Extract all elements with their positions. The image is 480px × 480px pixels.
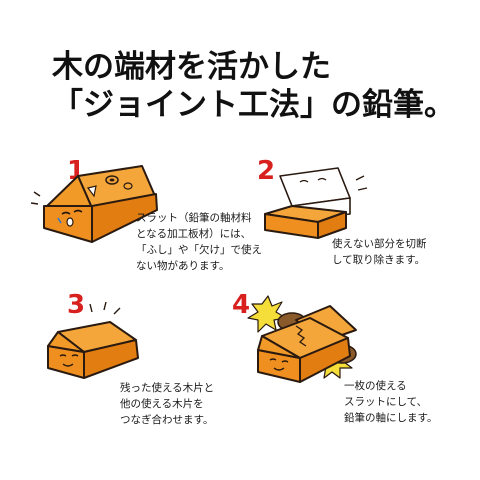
step-3-line: 残った使える木片と — [120, 382, 215, 394]
step-4-number: 4 — [232, 290, 251, 320]
step-2-line: 使えない部分を切断 — [332, 238, 427, 250]
step-3-description: 残った使える木片と 他の使える木片を つなぎ合わせます。 — [120, 380, 214, 428]
step-1-line: となる加工板材）には、 — [136, 228, 252, 240]
title-line-1: 木の端材を活かした — [52, 49, 331, 85]
step-2-number: 2 — [257, 156, 276, 186]
step-4-line: スラットにして、 — [344, 396, 428, 408]
step-2-description: 使えない部分を切断 して取り除きます。 — [332, 236, 427, 268]
step-1-description: スラット（鉛筆の軸材料 となる加工板材）には、 「ふし」や「欠け」で使え ない物… — [136, 210, 262, 274]
step-3-line: つなぎ合わせます。 — [120, 414, 214, 426]
step-3-line: 他の使える木片を — [120, 398, 204, 410]
step-4-line: 一枚の使える — [344, 380, 407, 392]
step-1-line: 「ふし」や「欠け」で使え — [136, 244, 262, 256]
step-4-line: 鉛筆の軸にします。 — [344, 412, 438, 424]
page-title: 木の端材を活かした 「ジョイント工法」の鉛筆。 — [52, 48, 455, 124]
step-3-number: 3 — [67, 290, 86, 320]
step-2-line: して取り除きます。 — [332, 254, 426, 266]
title-line-2: 「ジョイント工法」の鉛筆。 — [52, 87, 455, 123]
step-4-description: 一枚の使える スラットにして、 鉛筆の軸にします。 — [344, 378, 437, 426]
step-1-line: ない物があります。 — [136, 260, 230, 272]
step-1-line: スラット（鉛筆の軸材料 — [136, 212, 252, 224]
